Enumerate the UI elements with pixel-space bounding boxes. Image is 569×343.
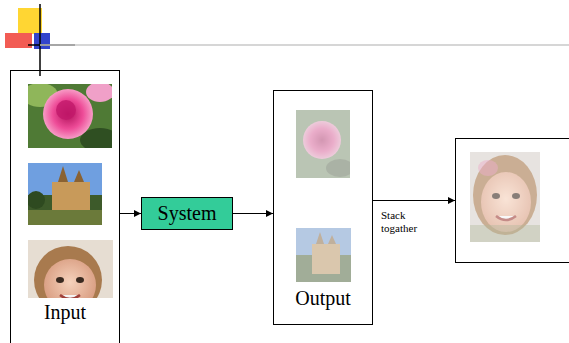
rose-output-photo xyxy=(296,110,350,178)
node-label: Output xyxy=(295,287,351,310)
building-output-photo xyxy=(296,228,351,282)
arrow-connector xyxy=(373,200,455,201)
process-box: System xyxy=(141,197,233,230)
slide-logo xyxy=(5,4,569,76)
building-photo xyxy=(28,163,102,225)
result-box xyxy=(455,138,569,263)
input-box: Input xyxy=(10,70,120,343)
edge-label: Stack togather xyxy=(381,209,431,235)
face-photo xyxy=(28,240,113,298)
rose-photo xyxy=(28,84,112,148)
stacked-face-photo xyxy=(470,152,540,242)
node-label: Input xyxy=(44,301,86,324)
arrow-connector xyxy=(120,213,141,214)
output-box: Output xyxy=(273,90,373,325)
node-label: System xyxy=(158,202,217,225)
arrow-connector xyxy=(233,213,273,214)
